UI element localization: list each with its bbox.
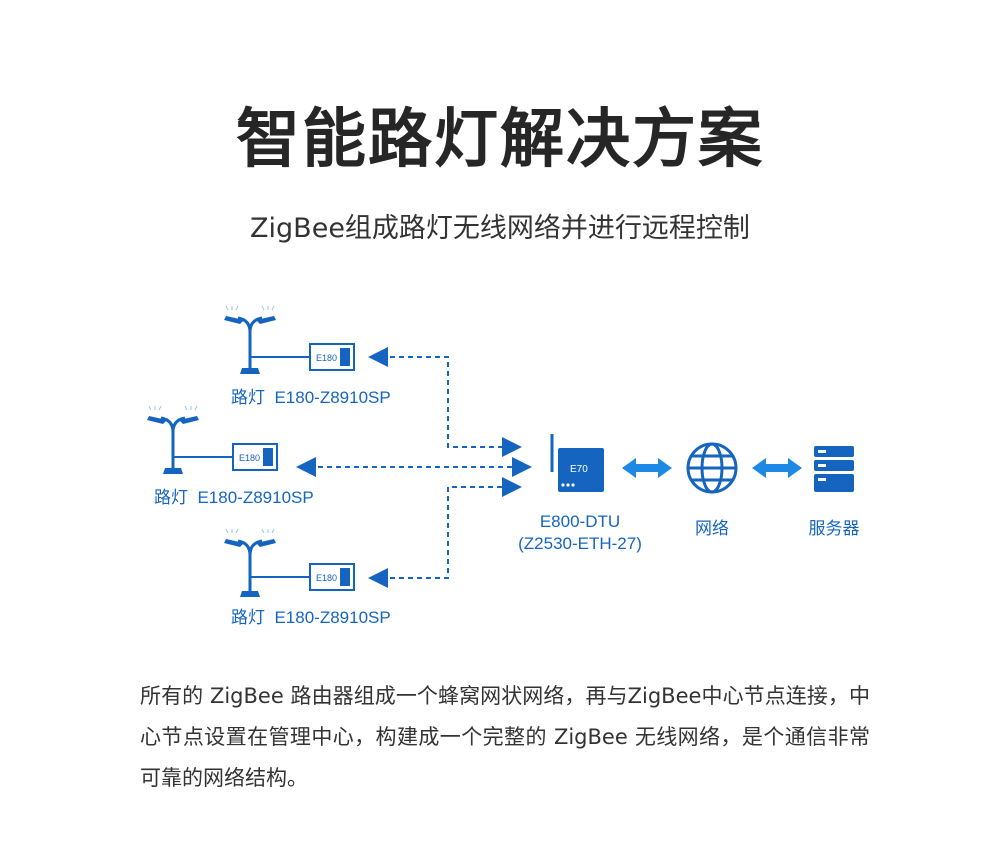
street-light-name-3: 路灯 (231, 608, 265, 627)
zigbee-links (296, 347, 532, 588)
street-light-module-1: E180-Z8910SP (274, 388, 391, 407)
e180-module-icon-1: E180 (309, 343, 355, 371)
gateway-name: E800-DTU (539, 512, 621, 531)
street-light-icon-1 (224, 305, 276, 374)
e180-module-icon-3: E180 (309, 563, 355, 591)
street-light-module-3: E180-Z8910SP (274, 608, 391, 627)
server-label: 服务器 (808, 519, 860, 538)
street-light-name-1: 路灯 (231, 388, 265, 407)
network-label: 网络 (695, 519, 729, 538)
gateway-device-icon: E70 (550, 434, 604, 492)
page-title: 智能路灯解决方案 (236, 103, 764, 177)
description-paragraph: 所有的 ZigBee 路由器组成一个蜂窝网状网络，再与ZigBee中心节点连接，… (140, 684, 870, 790)
page-subtitle: ZigBee组成路灯无线网络并进行远程控制 (250, 213, 750, 244)
server-icon (814, 446, 854, 492)
street-light-label-2: 路灯 E180-Z8910SP (154, 483, 314, 508)
street-light-label-1: 路灯 E180-Z8910SP (231, 383, 391, 408)
street-light-module-2: E180-Z8910SP (197, 488, 314, 507)
module-text-3: E180 (316, 573, 337, 583)
module-text-2: E180 (239, 453, 260, 463)
double-arrow-1 (622, 458, 672, 478)
gateway-model: (Z2530-ETH-27) (518, 534, 642, 553)
diagram-svg: E180 E180 E180 (147, 305, 854, 597)
network-diagram: E180 E180 E180 (0, 290, 1000, 640)
street-light-label-3: 路灯 E180-Z8910SP (231, 603, 391, 628)
double-arrow-2 (752, 458, 802, 478)
globe-icon (686, 442, 738, 494)
street-light-name-2: 路灯 (154, 488, 188, 507)
e180-module-icon-2: E180 (232, 443, 278, 471)
street-light-icon-2 (147, 405, 199, 474)
gateway-label: E800-DTU (Z2530-ETH-27) (510, 512, 650, 554)
street-light-icon-3 (224, 528, 276, 597)
module-text-1: E180 (316, 353, 337, 363)
gateway-device-text: E70 (570, 464, 588, 475)
